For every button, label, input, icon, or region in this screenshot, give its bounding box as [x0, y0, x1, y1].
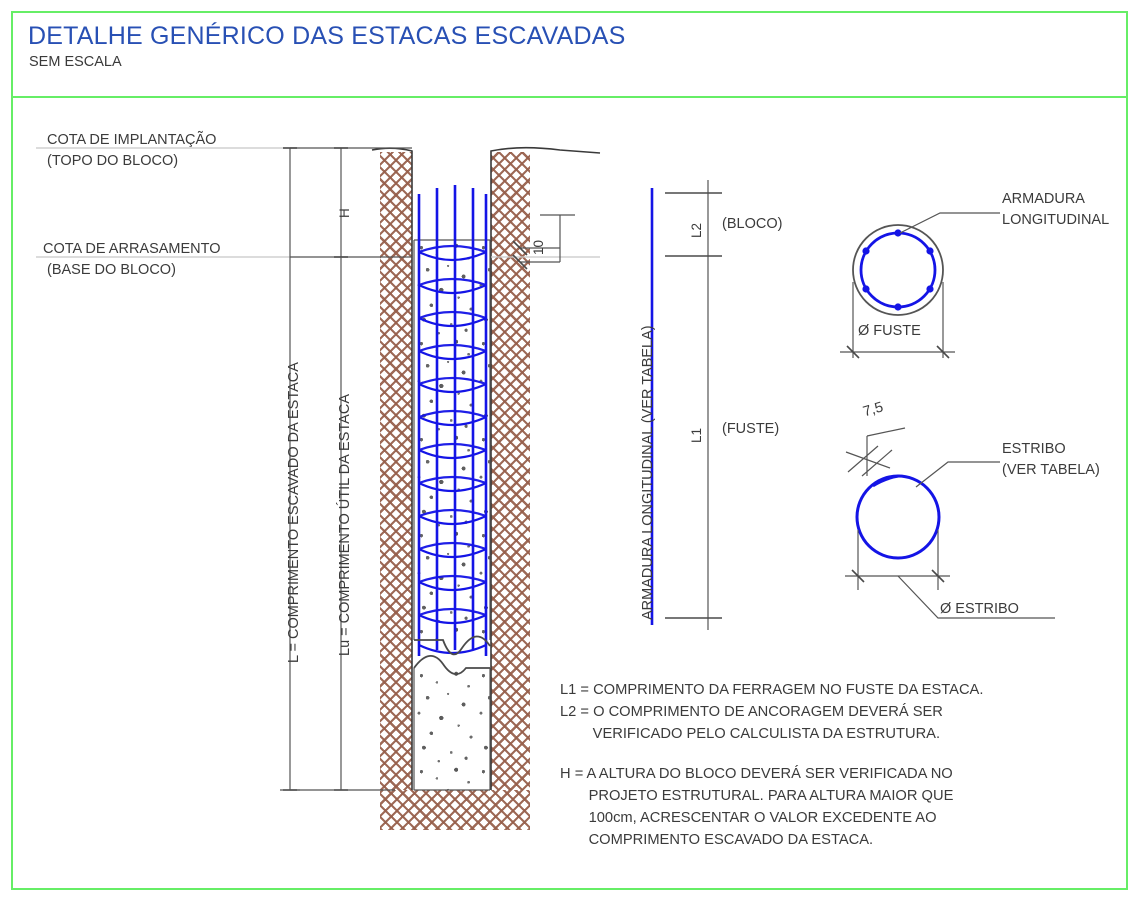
pile-concrete-lower	[414, 668, 490, 790]
label-cota-arrasamento: COTA DE ARRASAMENTO	[43, 241, 221, 257]
page-subtitle: SEM ESCALA	[29, 54, 122, 70]
label-zone-bloco: (BLOCO)	[722, 216, 783, 232]
label-cota-implantacao: COTA DE IMPLANTAÇÃO	[47, 132, 217, 148]
label-l1: L1	[689, 427, 704, 443]
label-comprimento-escavado: L = COMPRIMENTO ESCAVADO DA ESTACA	[286, 362, 302, 663]
soil-hatch-bottom	[380, 790, 530, 830]
label-cover-10: 10	[531, 239, 546, 255]
note-h-line1: H = A ALTURA DO BLOCO DEVERÁ SER VERIFIC…	[560, 766, 953, 782]
label-diametro-fuste: Ø FUSTE	[858, 323, 921, 339]
label-zone-fuste: (FUSTE)	[722, 421, 780, 437]
label-block-height-h: H	[337, 208, 352, 218]
excavation-opening	[412, 152, 491, 188]
note-l1: L1 = COMPRIMENTO DA FERRAGEM NO FUSTE DA…	[560, 682, 984, 698]
callout-armadura-line2: LONGITUDINAL	[1002, 212, 1110, 228]
label-comprimento-util: Lu = COMPRIMENTO ÚTIL DA ESTACA	[337, 394, 353, 656]
note-h-line3: 100cm, ACRESCENTAR O VALOR EXCEDENTE AO	[560, 810, 937, 826]
label-base-bloco: (BASE DO BLOCO)	[47, 262, 176, 278]
note-l2-line1: L2 = O COMPRIMENTO DE ANCORAGEM DEVERÁ S…	[560, 704, 943, 720]
note-h-line4: COMPRIMENTO ESCAVADO DA ESTACA.	[560, 832, 874, 848]
soil-hatch-left	[380, 152, 412, 830]
frame-header-divider	[11, 96, 1128, 98]
note-h-line2: PROJETO ESTRUTURAL. PARA ALTURA MAIOR QU…	[560, 788, 954, 804]
soil-hatch-right	[491, 152, 530, 830]
note-l2-line2: VERIFICADO PELO CALCULISTA DA ESTRUTURA.	[560, 726, 941, 742]
callout-armadura-line1: ARMADURA	[1002, 191, 1085, 207]
drawing-frame	[11, 11, 1128, 890]
callout-estribo-line2: (VER TABELA)	[1002, 462, 1100, 478]
label-diametro-estribo: Ø ESTRIBO	[940, 601, 1019, 617]
label-topo-bloco: (TOPO DO BLOCO)	[47, 153, 179, 169]
pile-concrete-upper	[414, 240, 490, 640]
label-armadura-longitudinal-vertical: ARMADURA LONGITUDINAL (VER TABELA)	[640, 325, 656, 620]
callout-estribo-line1: ESTRIBO	[1002, 441, 1066, 457]
label-l2: L2	[689, 222, 704, 238]
page-title: DETALHE GENÉRICO DAS ESTACAS ESCAVADAS	[28, 22, 626, 50]
